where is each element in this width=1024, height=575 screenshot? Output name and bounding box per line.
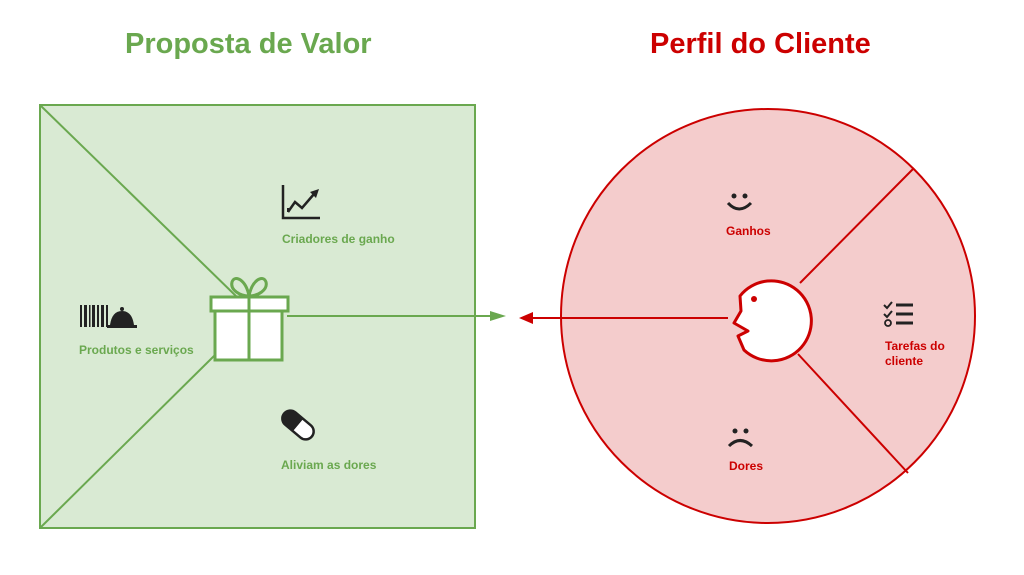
- customer-face-icon: [732, 279, 813, 363]
- customer-profile: [519, 108, 976, 524]
- divider-bottom: [39, 354, 216, 529]
- value-proposition-title: Proposta de Valor: [125, 28, 372, 60]
- pill-icon: [281, 409, 315, 441]
- divider-top: [39, 104, 239, 299]
- gain-creators-label: Criadores de ganho: [282, 232, 395, 246]
- divider-lower: [797, 353, 909, 474]
- checklist-icon: [883, 301, 913, 327]
- value-map: [39, 104, 506, 529]
- pains-label: Dores: [729, 459, 764, 473]
- barcode-service-icon: [80, 305, 137, 328]
- value-arrow-head: [490, 311, 506, 321]
- divider-upper: [799, 167, 915, 284]
- gift-icon: [209, 277, 290, 362]
- jobs-label-line2: cliente: [885, 354, 924, 368]
- pain-relievers-label: Aliviam as dores: [281, 458, 377, 472]
- products-services-label: Produtos e serviços: [79, 343, 194, 357]
- sad-face-icon: [727, 428, 754, 448]
- gains-label: Ganhos: [726, 224, 771, 238]
- smiley-icon: [726, 193, 753, 211]
- line-chart-icon: [281, 185, 320, 220]
- jobs-label-line1: Tarefas do: [885, 339, 945, 353]
- customer-profile-title: Perfil do Cliente: [650, 28, 871, 60]
- customer-arrow-head: [519, 312, 533, 324]
